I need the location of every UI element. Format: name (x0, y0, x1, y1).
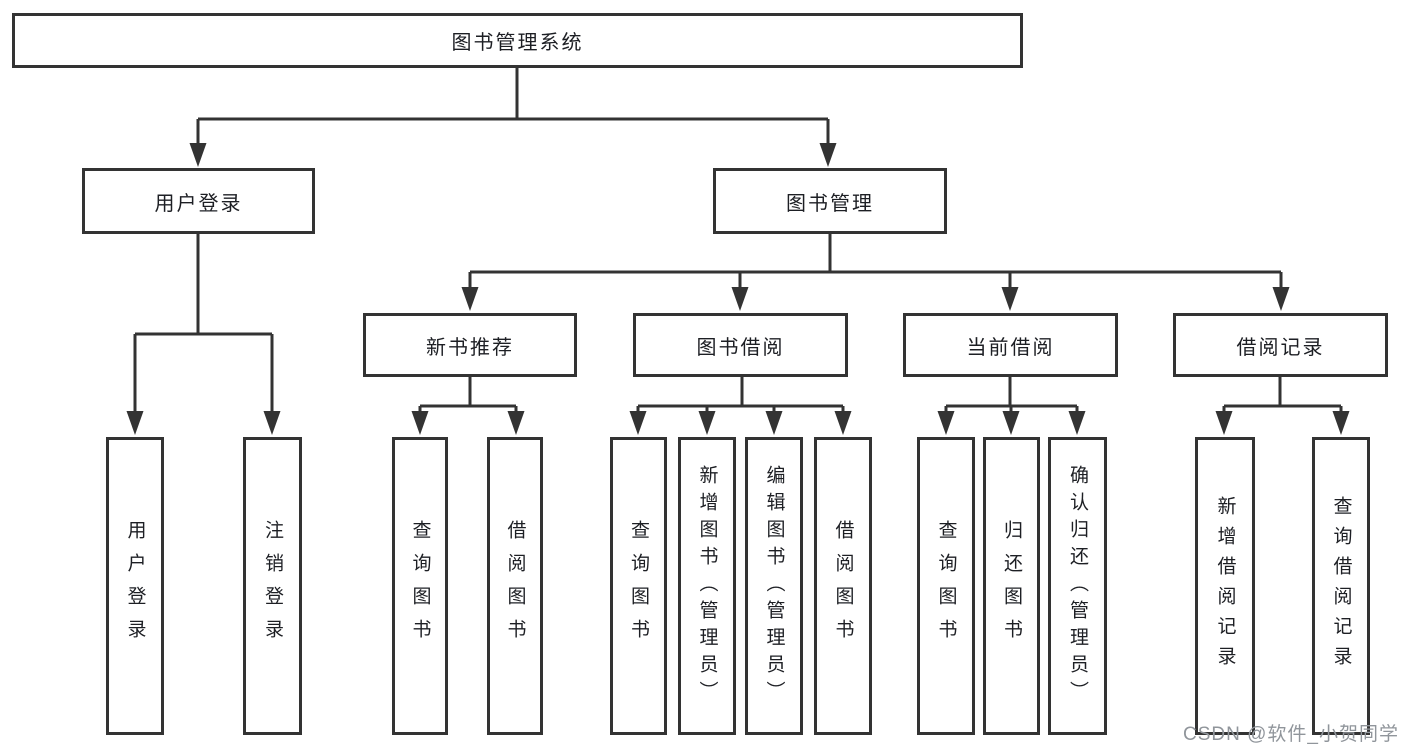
leaf-user-login-label: 用户登录 (124, 520, 146, 652)
section-book-borrow: 图书借阅 (633, 313, 848, 377)
leaf-add-book-admin: 新增图书（管理员） (678, 437, 736, 735)
leaf-add-borrow-record: 新增借阅记录 (1195, 437, 1255, 735)
leaf-query-books-recommend: 查询图书 (392, 437, 448, 735)
leaf-query-books-current: 查询图书 (917, 437, 975, 735)
section-current-borrow-label: 当前借阅 (966, 336, 1055, 359)
leaf-query-books-recommend-label: 查询图书 (409, 520, 431, 652)
leaf-confirm-return-admin-label: 确认归还（管理员） (1067, 464, 1088, 708)
root-node-label: 图书管理系统 (451, 32, 584, 54)
leaf-query-books-borrow-label: 查询图书 (628, 520, 649, 652)
leaf-return-books-label: 归还图书 (1001, 520, 1022, 652)
section-borrow-records-label: 借阅记录 (1236, 336, 1325, 359)
branch-book-management: 图书管理 (713, 168, 947, 234)
branch-user-login: 用户登录 (82, 168, 315, 234)
leaf-user-login: 用户登录 (106, 437, 164, 735)
leaf-logout: 注销登录 (243, 437, 302, 735)
section-current-borrow: 当前借阅 (903, 313, 1118, 377)
leaf-query-books-current-label: 查询图书 (935, 520, 957, 652)
leaf-add-borrow-record-label: 新增借阅记录 (1214, 496, 1236, 676)
leaf-borrow-books-recommend: 借阅图书 (487, 437, 543, 735)
root-node: 图书管理系统 (12, 13, 1023, 68)
csdn-watermark: CSDN @软件_小贺同学 (1183, 724, 1399, 745)
leaf-query-borrow-record-label: 查询借阅记录 (1330, 496, 1352, 676)
leaf-edit-book-admin-label: 编辑图书（管理员） (763, 464, 785, 708)
section-new-book-recommend: 新书推荐 (363, 313, 577, 377)
leaf-borrow-books-recommend-label: 借阅图书 (504, 520, 526, 652)
leaf-query-borrow-record: 查询借阅记录 (1312, 437, 1370, 735)
branch-user-login-label: 用户登录 (154, 192, 243, 215)
leaf-edit-book-admin: 编辑图书（管理员） (745, 437, 803, 735)
section-borrow-records: 借阅记录 (1173, 313, 1388, 377)
leaf-query-books-borrow: 查询图书 (610, 437, 667, 735)
leaf-add-book-admin-label: 新增图书（管理员） (696, 464, 718, 708)
leaf-borrow-books-borrow-label: 借阅图书 (832, 520, 854, 652)
section-new-book-recommend-label: 新书推荐 (426, 336, 514, 359)
leaf-confirm-return-admin: 确认归还（管理员） (1048, 437, 1107, 735)
branch-book-management-label: 图书管理 (786, 192, 874, 215)
section-book-borrow-label: 图书借阅 (696, 336, 785, 359)
leaf-return-books: 归还图书 (983, 437, 1040, 735)
leaf-borrow-books-borrow: 借阅图书 (814, 437, 872, 735)
leaf-logout-label: 注销登录 (262, 520, 283, 652)
